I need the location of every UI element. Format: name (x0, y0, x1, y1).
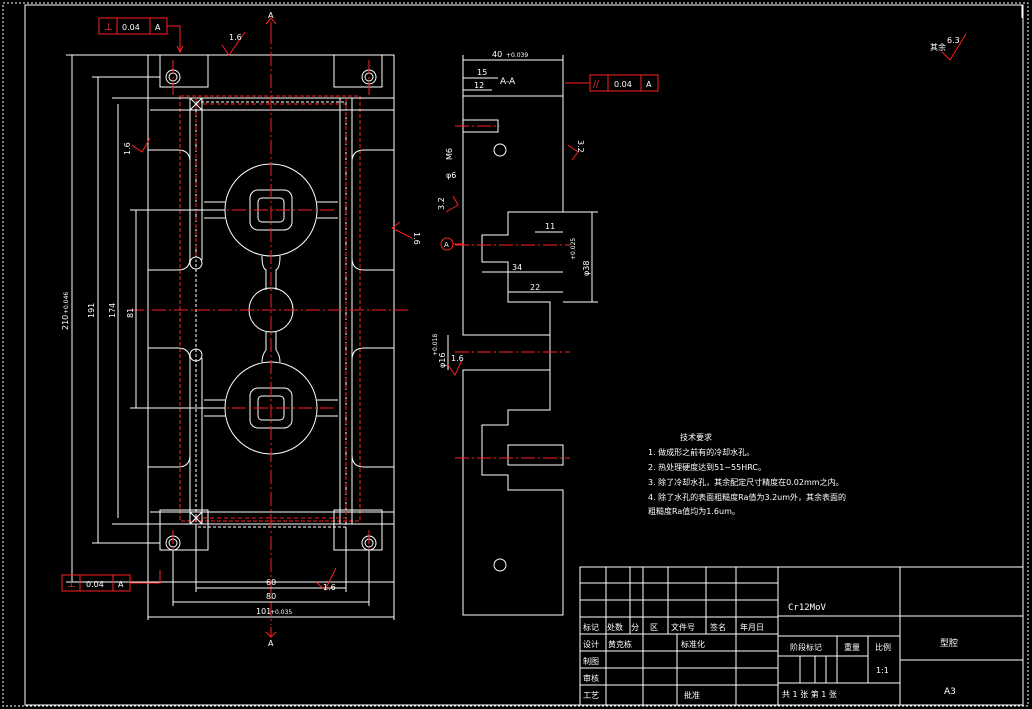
roughness-right: 1.6 (412, 232, 421, 245)
dim-80: 80 (266, 592, 276, 601)
section-marker-top: A (268, 11, 274, 20)
tech-item: 4. 除了水孔的表面粗糙度Ra值为3.2um外，其余表面的 (648, 492, 846, 502)
section-marker-bottom: A (268, 639, 274, 648)
tol-value: 0.04 (122, 23, 140, 32)
tb-approve-label: 批准 (684, 690, 700, 700)
tolerance-frame-top-left: ⊥ 0.04 A (98, 17, 184, 54)
tech-item: 3. 除了冷却水孔，其余配定尺寸精度在0.02mm之内。 (648, 477, 844, 487)
dim-40-tol: +0.039 (506, 52, 528, 59)
parallel-symbol: // (593, 80, 600, 90)
roughness-bottom: 1.6 (323, 583, 336, 592)
tb-header: 分 (631, 623, 639, 632)
tb-weight-label: 重量 (844, 642, 860, 652)
tb-process-label: 工艺 (583, 691, 599, 700)
roughness-top: 1.6 (229, 33, 242, 42)
tb-stage-label: 阶段标记 (790, 642, 822, 652)
dim-210: 210 (61, 315, 70, 330)
dim-101: 101 (256, 607, 271, 616)
roughness-left: 1.6 (123, 142, 132, 155)
dim-210-tol: +0.046 (63, 292, 70, 314)
dim-phi6: φ6 (446, 171, 456, 180)
dim-m6: M6 (445, 148, 454, 160)
tech-title: 技术要求 (680, 432, 712, 442)
surface-note-label: 其余 (930, 42, 946, 52)
tb-header: 签名 (710, 622, 726, 632)
tech-item: 2. 热处理硬度达到51~55HRC。 (648, 462, 766, 472)
tb-header: 年月日 (740, 622, 764, 632)
dim-191: 191 (87, 303, 96, 318)
dim-12: 12 (474, 81, 484, 90)
tol-datum: A (155, 23, 161, 32)
tb-sheet-size: A3 (944, 687, 956, 697)
tol-value: 0.04 (86, 580, 104, 589)
tech-item: 粗糙度Ra值均为1.6um。 (648, 506, 740, 516)
dim-15: 15 (477, 68, 487, 77)
tb-part-name: 型腔 (940, 637, 958, 649)
tb-designer-label: 设计 (583, 639, 599, 649)
tol-datum: A (118, 580, 124, 589)
dim-phi38: φ38 (582, 261, 591, 276)
roughness-side-right: 3.2 (576, 140, 585, 153)
tb-header: 文件号 (671, 622, 695, 632)
dim-101-tol: +0.035 (270, 609, 292, 616)
dim-phi16: φ16 (438, 353, 447, 368)
tb-review-label: 审核 (583, 673, 599, 683)
tb-standard-label: 标准化 (681, 639, 705, 649)
tech-item: 1. 做成形之前有的冷却水孔。 (648, 447, 754, 457)
tb-scale-label: 比例 (875, 642, 891, 652)
tolerance-frame-right: // 0.04 A (565, 74, 659, 92)
tol-datum: A (646, 80, 652, 89)
tb-header: 处数 (607, 622, 623, 632)
surface-finish-note: 其余 6.3 (930, 33, 967, 61)
datum-circle-a: A (444, 241, 449, 249)
front-dimensions: 210 +0.046 191 174 81 60 80 101 +0.035 (61, 54, 395, 620)
tb-designer-name: 黄克栋 (608, 639, 632, 649)
tolerance-frame-bottom-left: ⊥ 0.04 A (61, 570, 161, 592)
tb-header: 区 (650, 623, 658, 632)
tb-header: 标记 (583, 622, 599, 632)
title-block: 标记 处数 分 区 文件号 签名 年月日 设计 黄克栋 标准化 制图 审核 工艺… (579, 566, 1024, 706)
dim-phi38-tol: +0.025 (570, 238, 577, 260)
section-label: A-A (500, 77, 516, 87)
dim-11: 11 (545, 222, 555, 231)
roughness-side-left: 3.2 (437, 197, 446, 210)
tol-value: 0.04 (614, 80, 632, 89)
dim-phi16-tol: +0.018 (432, 334, 439, 356)
tb-material: Cr12MoV (788, 603, 827, 613)
dim-40: 40 (492, 50, 502, 59)
perpendicular-symbol: ⊥ (104, 22, 113, 33)
tb-scale-value: 1:1 (876, 666, 889, 675)
roughness-bore: 1.6 (451, 354, 464, 363)
tech-requirements: 技术要求 1. 做成形之前有的冷却水孔。 2. 热处理硬度达到51~55HRC。… (648, 432, 846, 516)
front-view: A A (130, 11, 410, 648)
dim-22: 22 (530, 283, 540, 292)
surface-note-value: 6.3 (947, 36, 960, 45)
dim-60: 60 (266, 578, 276, 587)
roughness-marks-front: 1.6 1.6 1.6 1.6 (123, 31, 421, 592)
dim-174: 174 (108, 303, 117, 318)
section-view: 40 +0.039 15 12 A-A M6 φ6 A 11 34 22 φ38… (432, 50, 598, 616)
dim-81: 81 (126, 308, 135, 318)
dim-34: 34 (512, 263, 522, 272)
perpendicular-symbol: ⊥ (67, 579, 76, 590)
tb-sheets: 共 1 张 第 1 张 (782, 689, 837, 699)
inner-border (24, 4, 1024, 706)
tb-drafting-label: 制图 (583, 656, 599, 666)
